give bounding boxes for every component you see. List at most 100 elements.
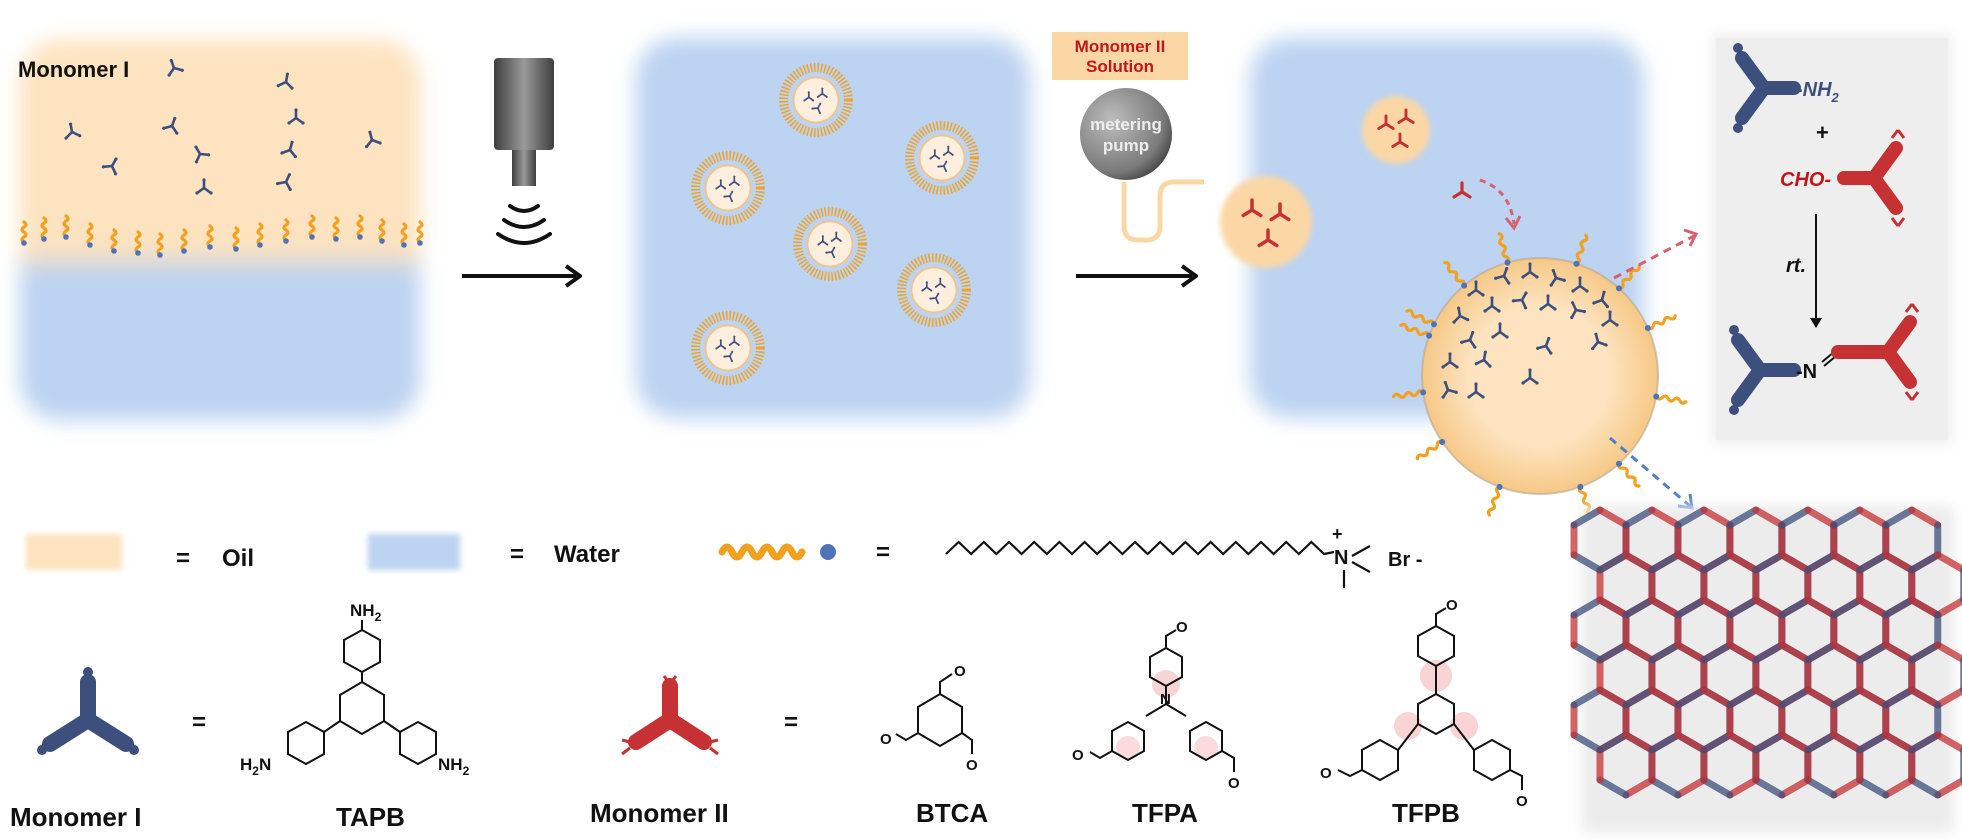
- cof-framework-panel: [1570, 506, 1962, 832]
- cof-bond: [1622, 686, 1656, 709]
- cof-bond: [1674, 506, 1708, 529]
- pump-label-line1: metering: [1090, 115, 1162, 134]
- reaction-aldehyde: CHO-: [1780, 129, 1906, 227]
- cof-bond: [1856, 776, 1890, 799]
- cof-bond: [1882, 686, 1916, 709]
- monomer1-eq: =: [192, 709, 206, 736]
- cof-bond: [1596, 641, 1630, 664]
- cof-bond: [1674, 551, 1708, 574]
- cof-bond: [1830, 686, 1864, 709]
- cof-bond: [1908, 551, 1942, 574]
- cof-bond: [1882, 731, 1916, 754]
- cof-bond: [1596, 776, 1630, 799]
- cof-bond: [1804, 596, 1838, 619]
- reaction-amine: -NH2: [1733, 43, 1840, 133]
- monomer1-glyph: [37, 667, 139, 755]
- cof-bond: [1908, 731, 1942, 754]
- tfpa-structure: N O O O: [1072, 619, 1240, 792]
- condition-label: rt.: [1786, 255, 1806, 277]
- ultrasound-probe-icon: [494, 58, 554, 245]
- cof-bond: [1726, 506, 1760, 529]
- cof-bond: [1856, 506, 1890, 529]
- cof-bond: [1726, 776, 1760, 799]
- cof-bond: [1934, 686, 1962, 709]
- cof-bond: [1778, 686, 1812, 709]
- big-droplet: [1391, 231, 1688, 518]
- svg-text:O: O: [1516, 793, 1528, 810]
- cof-bond: [1856, 641, 1890, 664]
- cof-bond: [1752, 776, 1786, 799]
- cof-bond: [1908, 776, 1942, 799]
- metering-pump-icon: metering pump: [1080, 88, 1204, 243]
- cof-bond: [1934, 551, 1962, 574]
- cof-bond: [1596, 551, 1630, 574]
- cof-bond: [1830, 506, 1864, 529]
- cof-bond: [1648, 776, 1682, 799]
- tapb-structure: [287, 620, 437, 766]
- ctab-structure: + N Br -: [945, 524, 1422, 588]
- tfpb-label: TFPB: [1392, 798, 1460, 828]
- stage1-oil-water-box: [20, 40, 420, 420]
- cof-bond: [1804, 776, 1838, 799]
- cof-bond: [1778, 731, 1812, 754]
- svg-text:O: O: [1228, 775, 1240, 792]
- svg-text:N: N: [1160, 691, 1171, 708]
- cof-bond: [1700, 731, 1734, 754]
- blue-dashed-arrow: [1609, 436, 1694, 510]
- diffusing-monomer2: [1452, 178, 1522, 231]
- cof-bond: [1622, 776, 1656, 799]
- cof-bond: [1596, 731, 1630, 754]
- surfactant-eq: =: [876, 539, 890, 566]
- tfpa-label: TFPA: [1132, 798, 1198, 828]
- cof-bond: [1882, 641, 1916, 664]
- cof-bond: [1934, 731, 1962, 754]
- cof-bond: [1778, 506, 1812, 529]
- tapb-nh2-top: NH2: [350, 601, 382, 624]
- cof-bond: [1752, 731, 1786, 754]
- cof-bond: [1622, 641, 1656, 664]
- cof-bond: [1700, 551, 1734, 574]
- cof-bond: [1700, 596, 1734, 619]
- monomer1-label: Monomer I: [10, 802, 141, 832]
- reaction-arrow: [1810, 214, 1822, 328]
- cof-bond: [1622, 731, 1656, 754]
- cof-bond: [1570, 596, 1604, 619]
- tapb-nh2-left: H2N: [240, 755, 271, 778]
- cof-bond: [1726, 551, 1760, 574]
- cof-bond: [1778, 776, 1812, 799]
- cof-bond: [1648, 596, 1682, 619]
- cof-bond: [1752, 596, 1786, 619]
- cof-bond: [1934, 641, 1962, 664]
- cof-bond: [1934, 596, 1962, 619]
- oil-label: Oil: [222, 545, 254, 572]
- cof-bond: [1700, 506, 1734, 529]
- pump-label-line2: pump: [1103, 136, 1149, 155]
- monomer2-solution-box: Monomer II Solution: [1052, 32, 1188, 80]
- plus-sign: +: [1816, 120, 1829, 145]
- cof-bond: [1830, 641, 1864, 664]
- cof-lattice: [1570, 506, 1962, 799]
- cof-bond: [1752, 551, 1786, 574]
- cof-bond: [1622, 506, 1656, 529]
- cof-bond: [1908, 596, 1942, 619]
- svg-text:O: O: [1176, 619, 1188, 636]
- cof-bond: [1752, 641, 1786, 664]
- cof-bond: [1856, 731, 1890, 754]
- cof-bond: [1674, 731, 1708, 754]
- cof-bond: [1674, 641, 1708, 664]
- tapb-nh2-right: NH2: [438, 755, 470, 778]
- cof-bond: [1804, 551, 1838, 574]
- cof-bond: [1830, 596, 1864, 619]
- cof-bond: [1882, 596, 1916, 619]
- stage1-monomer-label: Monomer I: [18, 57, 129, 82]
- oil-eq: =: [176, 545, 190, 572]
- svg-text:O: O: [954, 663, 966, 680]
- red-dashed-arrow: [1613, 228, 1699, 280]
- arrow-2: [1076, 264, 1198, 288]
- cof-bond: [1726, 686, 1760, 709]
- cof-bond: [1570, 641, 1604, 664]
- cof-bond: [1856, 686, 1890, 709]
- cof-bond: [1804, 731, 1838, 754]
- cof-bond: [1830, 776, 1864, 799]
